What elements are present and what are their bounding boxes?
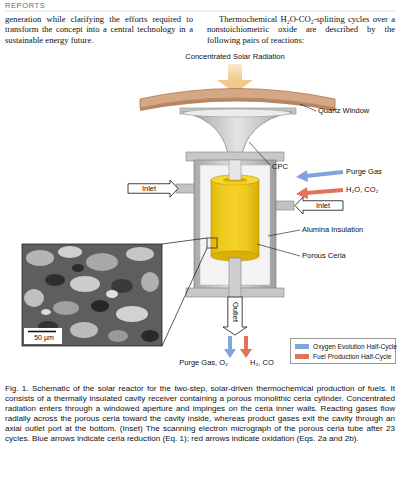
part-label: CPC — [272, 162, 312, 171]
header-rule — [5, 11, 395, 12]
gas-label: H₂O, CO₂ — [346, 185, 400, 194]
arrow-outline-shape — [128, 180, 178, 197]
scale-label: 50 µm — [26, 334, 62, 342]
inlet-pipe — [176, 184, 194, 193]
arrow-outline-shape — [223, 297, 247, 335]
inset-pointer — [162, 238, 217, 346]
gas-label: Purge Gas — [346, 167, 400, 176]
flow-label: Outlet — [223, 297, 247, 327]
part-label: Porous Ceria — [302, 251, 398, 260]
legend-row: Oxygen Evolution Half-Cycle — [295, 341, 391, 351]
flow-label: Inlet — [128, 180, 170, 197]
legend-box: Oxygen Evolution Half-CycleFuel Producti… — [290, 338, 396, 364]
legend-swatch — [295, 344, 309, 349]
flow-arrow-box: Outlet — [223, 297, 247, 335]
flow-label: Inlet — [303, 197, 343, 214]
porous-ceria-cylinder — [211, 175, 259, 261]
reactor-shell — [186, 152, 284, 297]
legend-row: Fuel Production Half-Cycle — [295, 351, 391, 361]
legend-text: Fuel Production Half-Cycle — [313, 353, 391, 360]
purge-gas-arrow — [296, 170, 343, 182]
legend-swatch — [295, 354, 309, 359]
inlet-pipe — [276, 201, 294, 210]
quartz-window-dish — [140, 89, 335, 112]
scale-bar — [28, 331, 56, 333]
outlet-pipe — [229, 258, 241, 298]
fuel-outlet-arrow — [240, 336, 252, 358]
oxygen-outlet-arrow — [224, 336, 236, 358]
flow-arrow-box: Inlet — [295, 197, 343, 214]
scale-bar-background — [24, 328, 62, 344]
body-text: Thermochemical H₂O-CO₂-splitting cycles … — [207, 14, 395, 45]
legend-text: Oxygen Evolution Half-Cycle — [313, 343, 397, 350]
arrow-outline-shape — [295, 197, 343, 214]
sem-micrograph — [22, 244, 162, 346]
part-label: Alumina Insulation — [302, 225, 398, 234]
product-label: Purge Gas, O₂ — [168, 358, 228, 367]
body-text: generation while clarifying the efforts … — [5, 14, 193, 45]
product-label: H₂, CO — [250, 358, 290, 367]
figure-caption: Fig. 1. Schematic of the solar reactor f… — [5, 384, 395, 445]
flow-arrow-box: Inlet — [128, 180, 178, 197]
cpc-funnel — [183, 109, 292, 162]
running-header: REPORTS — [5, 1, 85, 10]
radiation-label: Concentrated Solar Radiation — [140, 52, 330, 61]
part-label: Quartz Window — [318, 106, 398, 115]
aperture — [229, 160, 241, 180]
